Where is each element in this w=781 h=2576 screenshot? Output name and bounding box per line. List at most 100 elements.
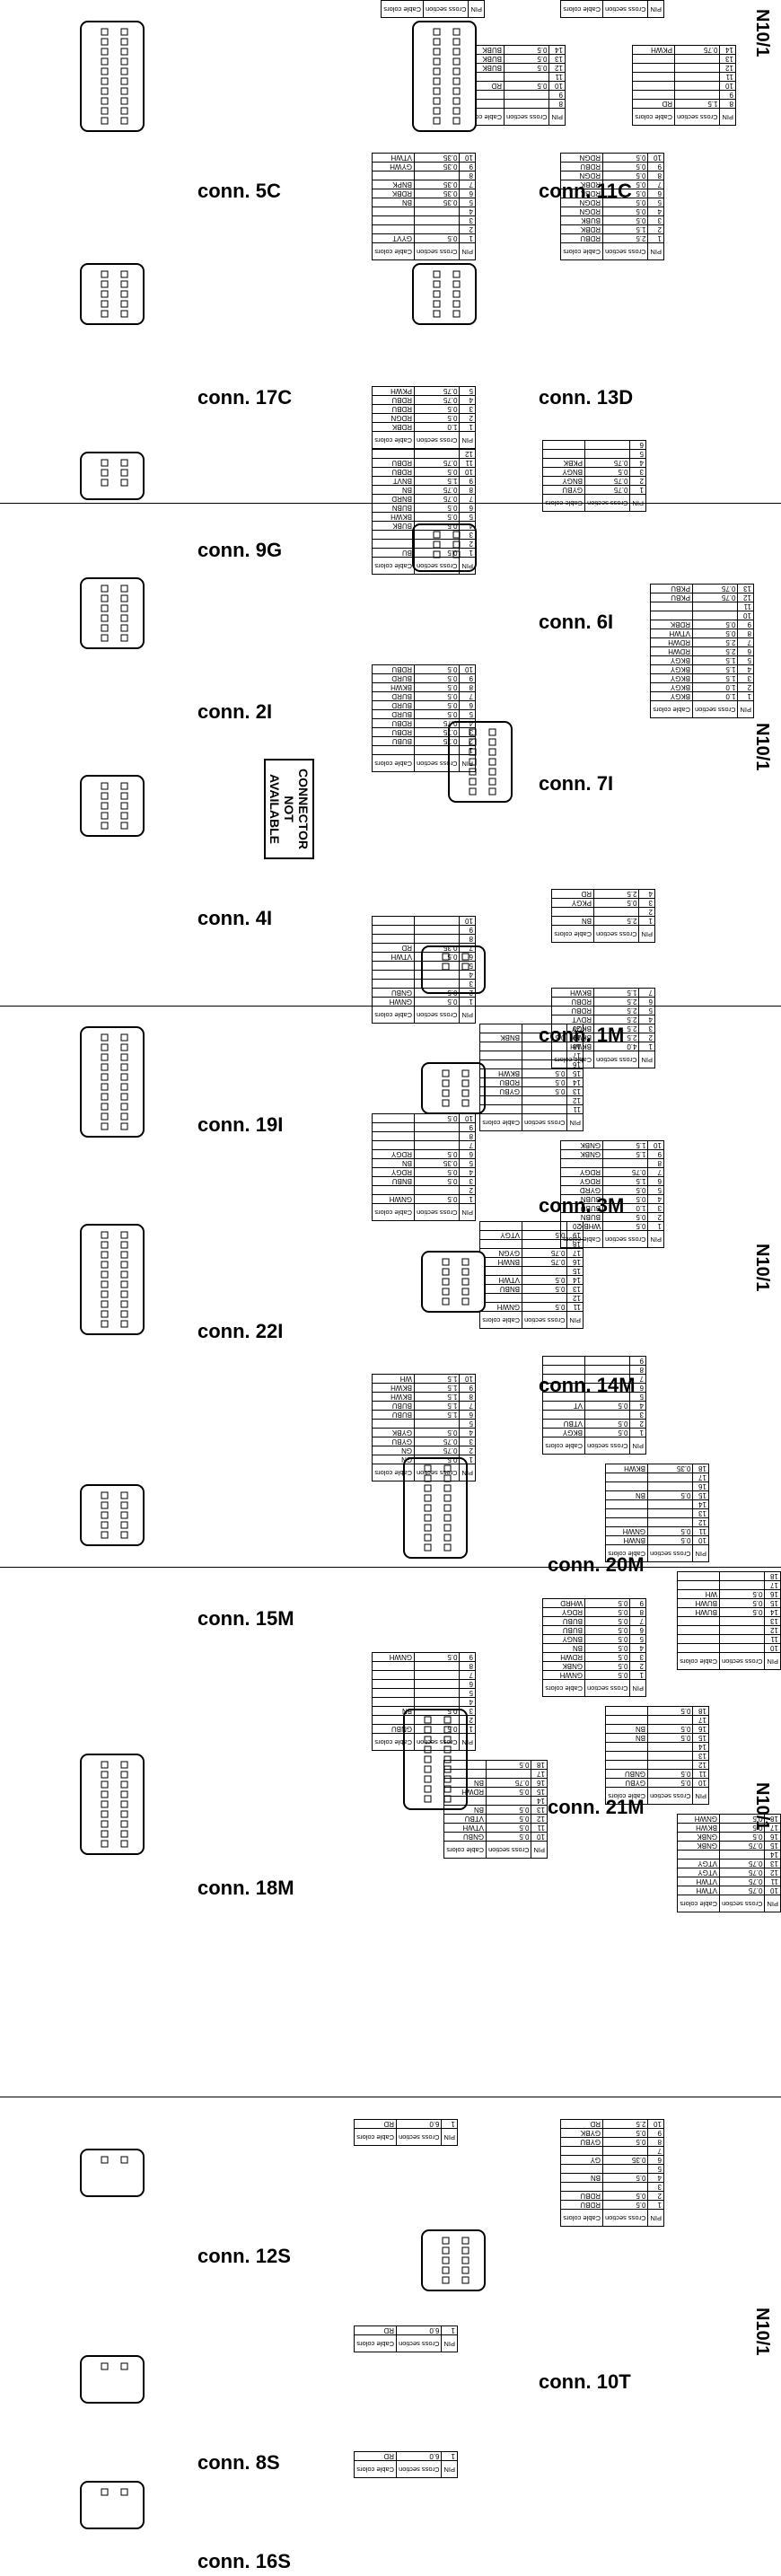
connector-pin	[461, 1099, 469, 1107]
table-cell	[677, 1634, 720, 1644]
table-cell: 0.5	[414, 233, 460, 243]
table-cell: GNBK	[560, 1149, 603, 1159]
table-cell	[414, 970, 460, 980]
table-cell: GYBU	[372, 1437, 415, 1446]
table-cell: 0.5	[522, 1077, 567, 1087]
table-cell: 13	[737, 584, 754, 593]
connector-pin	[120, 1073, 128, 1081]
table-row: 14	[605, 1499, 709, 1509]
table-header: PIN	[647, 2209, 664, 2227]
table-cell: 1	[459, 548, 476, 558]
connector-pin	[101, 1112, 109, 1121]
table-cell: 2	[647, 2191, 664, 2201]
table-cell: 0.5	[602, 215, 648, 225]
connector-pin	[120, 1241, 128, 1249]
table-row: 6	[542, 1383, 646, 1393]
connector-pin	[120, 1320, 128, 1328]
table-header: Cable colors	[381, 0, 424, 18]
table-cell: 0.5	[647, 1706, 693, 1716]
table-header: Cross section	[423, 0, 469, 18]
table-cell: BNGY	[542, 476, 585, 486]
table-cell: BKWH	[372, 1383, 415, 1393]
table-header: Cross section	[647, 1544, 693, 1562]
connector-pin	[101, 87, 109, 95]
table-cell: BN	[560, 0, 603, 1]
connector-pin	[424, 1775, 432, 1783]
table-header: Cross section	[414, 557, 460, 575]
table-cell	[542, 1392, 585, 1402]
table-cell: 0.5	[719, 1814, 765, 1824]
connector-body	[80, 775, 145, 837]
connector-pin	[101, 1103, 109, 1111]
connector-drawing-13d	[412, 263, 477, 325]
table-header: PIN	[459, 1464, 476, 1481]
table-cell: 7	[737, 637, 754, 647]
connector-pin	[461, 2237, 469, 2245]
connector-label-19i: conn. 19I	[197, 1113, 284, 1136]
table-cell: 0.5	[719, 1832, 765, 1842]
connector-drawing-14m	[421, 1251, 486, 1313]
table-cell: BKWH	[372, 512, 415, 522]
table-header: Cross section	[396, 2128, 442, 2146]
connector-body	[80, 452, 145, 500]
connector-pin	[101, 1290, 109, 1298]
table-cell: RDVT	[551, 1015, 594, 1024]
table-cell: 0.5	[602, 2191, 648, 2201]
table-cell	[414, 1661, 460, 1671]
table-cell: GNBK	[677, 1841, 720, 1851]
table-cell: BN	[605, 1724, 648, 1734]
connector-drawing-15m	[80, 1484, 145, 1546]
connector-pin	[101, 604, 109, 612]
table-cell	[414, 1185, 460, 1195]
table-cell	[674, 81, 720, 91]
connector-pin	[452, 531, 461, 539]
table-header: Cross section	[414, 1006, 460, 1024]
table-cell: 1	[459, 1194, 476, 1204]
connector-pin	[452, 87, 461, 95]
table-row: 15	[479, 1266, 584, 1276]
table-cell	[414, 745, 460, 755]
table-cell: GNWH	[542, 1670, 585, 1680]
connector-pin	[120, 1122, 128, 1130]
connector-pin	[120, 822, 128, 830]
connector-pin	[424, 1524, 432, 1532]
table-row: 6	[542, 440, 646, 450]
table-row: 12	[632, 63, 736, 73]
table-cell	[372, 1679, 415, 1689]
connector-pin	[424, 1474, 432, 1482]
table-cell: 0.5	[414, 467, 460, 477]
connector-pin	[424, 1464, 432, 1473]
connector-pin	[488, 787, 496, 796]
table-cell: 12	[548, 63, 566, 73]
table-cell: 2.5	[593, 1033, 639, 1042]
table-cell: 0.5	[504, 81, 549, 91]
table-cell: RDGY	[560, 1167, 603, 1177]
connector-label-9g: conn. 9G	[197, 539, 283, 561]
connector-pin	[433, 107, 441, 115]
connector-body	[80, 1484, 145, 1546]
connector-pin	[120, 479, 128, 487]
table-cell: 3	[459, 530, 476, 540]
connector-drawing-6i	[412, 523, 477, 572]
connector-pin	[101, 1063, 109, 1071]
table-cell: VTGY	[677, 1868, 720, 1877]
connector-drawing-5c	[80, 21, 145, 132]
table-cell: VTGY	[479, 1230, 522, 1240]
table-cell: 2	[459, 539, 476, 549]
table-header: PIN	[459, 1006, 476, 1024]
table-cell: 10	[692, 1778, 709, 1788]
table-row: 10	[677, 1643, 781, 1653]
